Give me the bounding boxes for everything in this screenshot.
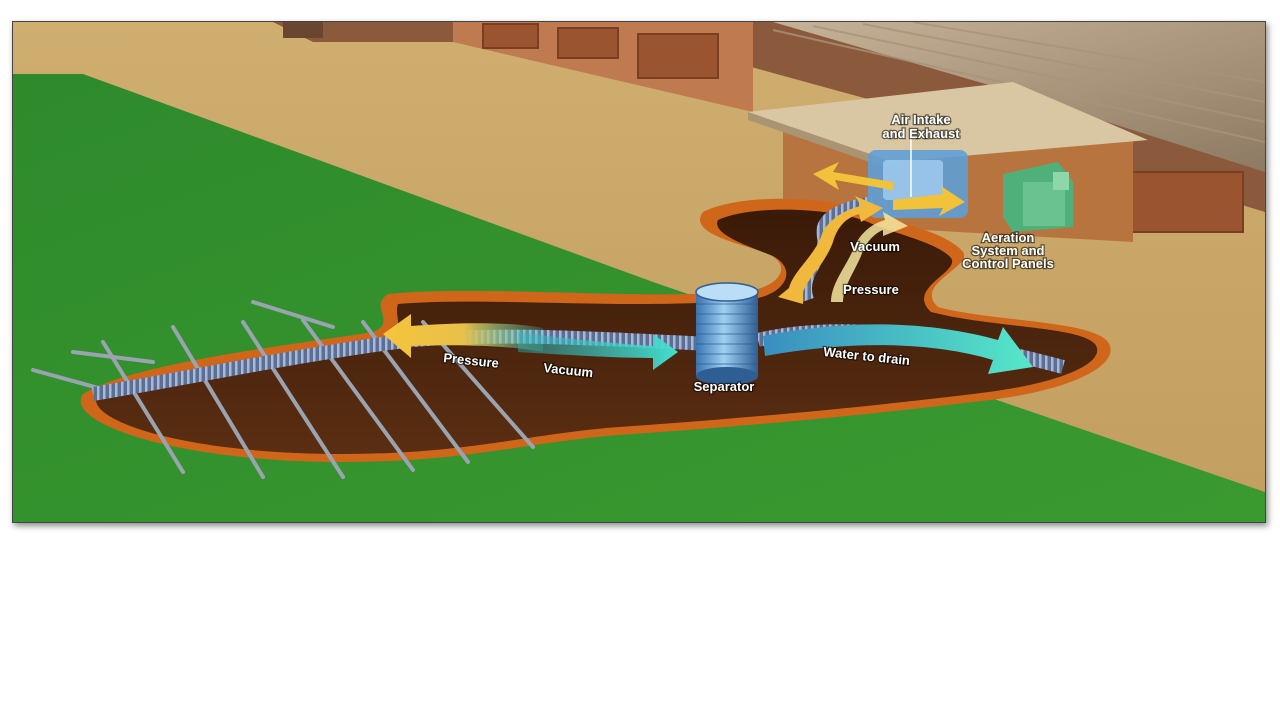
control-panels — [1003, 162, 1073, 232]
label-pressure-lower: Pressure — [443, 350, 500, 371]
vacuum-arrow-left — [518, 332, 678, 370]
drain-arrow — [763, 324, 1033, 374]
label-aeration-line1: Aeration — [982, 230, 1035, 245]
label-pressure-upper: Pressure — [843, 282, 899, 297]
label-aeration-line3: Control Panels — [962, 256, 1054, 271]
label-vacuum-upper: Vacuum — [850, 239, 900, 254]
vacuum-arrow-up — [831, 212, 908, 302]
label-separator: Separator — [694, 379, 755, 394]
lateral-pipes — [31, 300, 535, 479]
building — [273, 22, 1265, 233]
label-aeration-system: Aeration System and Control Panels — [961, 229, 1055, 273]
separator-tank — [695, 282, 759, 385]
label-air-intake-line1: Air Intake — [891, 112, 950, 127]
label-air-intake-line2: and Exhaust — [882, 126, 960, 141]
pressure-arrow-up — [778, 196, 883, 304]
label-air-intake-and-exhaust: Air Intake and Exhaust — [881, 111, 961, 143]
air-intake-arrows — [813, 138, 965, 216]
pressure-arrow-left — [383, 314, 543, 358]
label-vacuum-lower: Vacuum — [543, 360, 594, 380]
label-aeration-line2: System and — [972, 243, 1045, 258]
sub-slab-depressurization-diagram: Air Intake and Exhaust Aeration System a… — [12, 21, 1266, 523]
building-roof — [713, 22, 1265, 172]
